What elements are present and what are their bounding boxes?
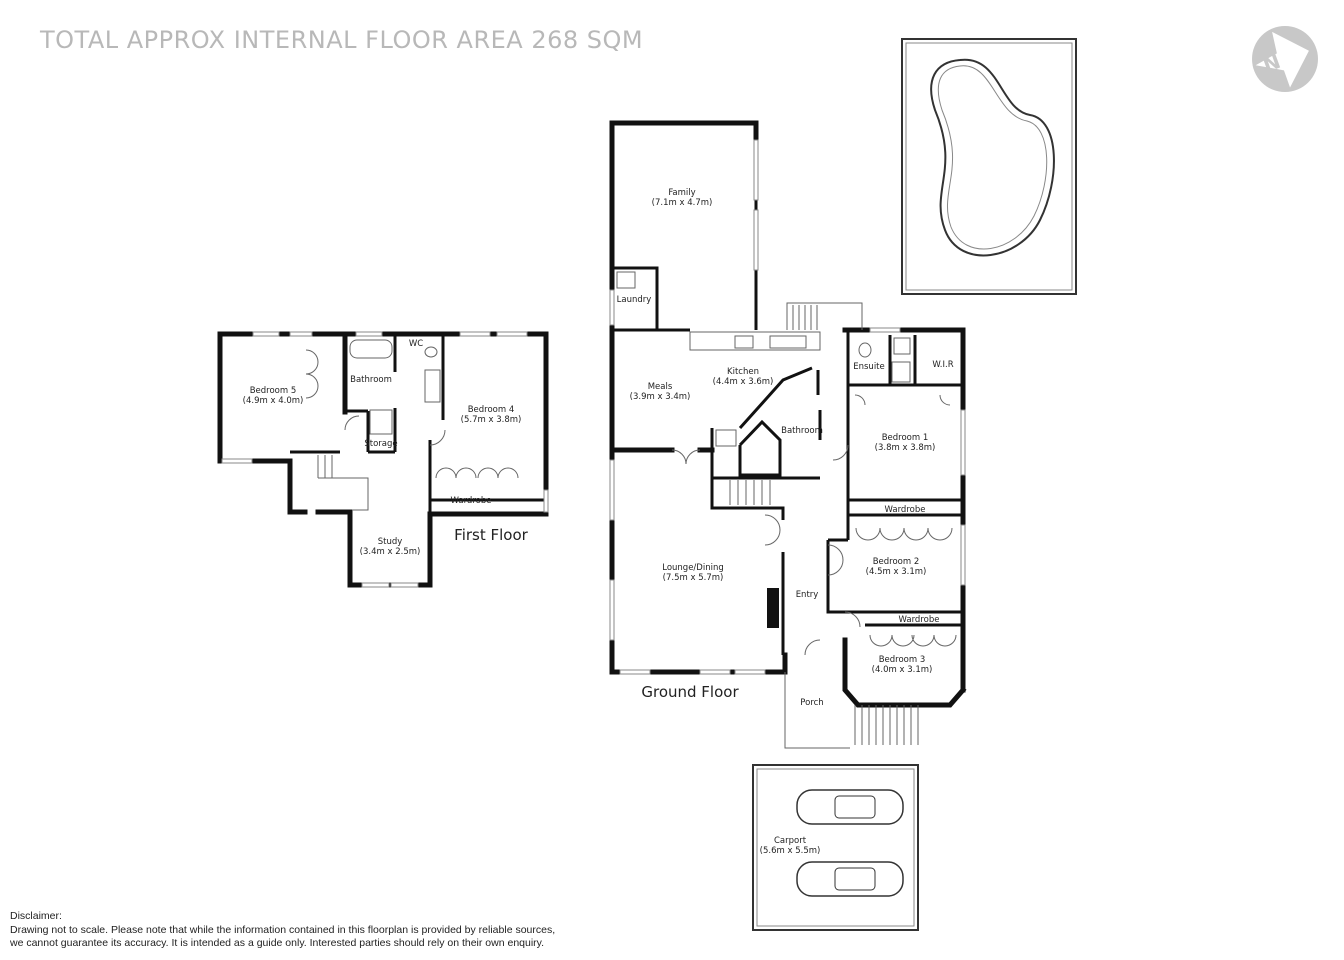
room-label-study: Study xyxy=(378,537,403,547)
room-size-bedroom-3: (4.0m x 3.1m) xyxy=(872,665,933,675)
disclaimer-heading: Disclaimer: xyxy=(10,910,62,922)
room-label-wardrobe-bedroom-3: Wardrobe xyxy=(899,615,940,625)
room-size-study: (3.4m x 2.5m) xyxy=(360,547,421,557)
disclaimer: Disclaimer: Drawing not to scale. Please… xyxy=(10,910,555,951)
room-label-family: Family xyxy=(668,188,695,198)
compass-letter: N xyxy=(1260,49,1284,77)
floor-area-title: TOTAL APPROX INTERNAL FLOOR AREA 268 SQM xyxy=(40,26,644,54)
room-size-bedroom-1: (3.8m x 3.8m) xyxy=(875,443,936,453)
room-size-bedroom-2: (4.5m x 3.1m) xyxy=(866,567,927,577)
room-label-entry: Entry xyxy=(796,590,819,600)
pool xyxy=(901,38,1077,295)
room-label-porch: Porch xyxy=(800,698,823,708)
room-label-bedroom-1: Bedroom 1 xyxy=(882,433,929,443)
disclaimer-line-2: we cannot guarantee its accuracy. It is … xyxy=(10,937,545,949)
room-label-ensuite: Ensuite xyxy=(853,362,885,372)
room-label-bathroom: Bathroom xyxy=(350,375,392,385)
room-label-kitchen: Kitchen xyxy=(727,367,759,377)
room-label-wir: W.I.R xyxy=(932,360,953,370)
car-icon xyxy=(796,789,904,825)
room-size-family: (7.1m x 4.7m) xyxy=(652,198,713,208)
carport: Carport (5.6m x 5.5m) xyxy=(752,764,919,931)
room-size-kitchen: (4.4m x 3.6m) xyxy=(713,377,774,387)
room-label-bedroom-4: Bedroom 4 xyxy=(468,405,515,415)
room-label-wardrobe-bedroom-2: Wardrobe xyxy=(885,505,926,515)
north-arrow-icon: N xyxy=(1252,26,1318,92)
room-label-meals: Meals xyxy=(648,382,673,392)
floor-label-first: First Floor xyxy=(454,526,528,544)
room-label-bedroom-5: Bedroom 5 xyxy=(250,386,297,396)
room-label-laundry: Laundry xyxy=(617,295,652,305)
room-label-lounge-dining: Lounge/Dining xyxy=(662,563,724,573)
ground-floor-plan: Family (7.1m x 4.7m) Laundry Meals (3.9m… xyxy=(609,120,967,749)
floor-label-ground: Ground Floor xyxy=(641,683,739,701)
room-size-meals: (3.9m x 3.4m) xyxy=(630,392,691,402)
car-icon xyxy=(796,861,904,897)
room-size-bedroom-4: (5.7m x 3.8m) xyxy=(461,415,522,425)
disclaimer-line-1: Drawing not to scale. Please note that w… xyxy=(10,923,556,936)
room-label-bathroom-ground: Bathroom xyxy=(781,426,823,436)
room-size-lounge-dining: (7.5m x 5.7m) xyxy=(663,573,724,583)
room-label-wc: WC xyxy=(409,339,423,349)
room-label-storage: Storage xyxy=(364,439,397,449)
room-label-bedroom-3: Bedroom 3 xyxy=(879,655,926,665)
first-floor-plan: Bedroom 5 (4.9m x 4.0m) Bathroom WC Bedr… xyxy=(217,331,549,588)
room-size-bedroom-5: (4.9m x 4.0m) xyxy=(243,396,304,406)
room-label-bedroom-2: Bedroom 2 xyxy=(873,557,920,567)
room-label-carport: Carport xyxy=(774,836,807,846)
room-label-wardrobe: Wardrobe xyxy=(451,496,492,506)
room-size-carport: (5.6m x 5.5m) xyxy=(760,846,821,856)
